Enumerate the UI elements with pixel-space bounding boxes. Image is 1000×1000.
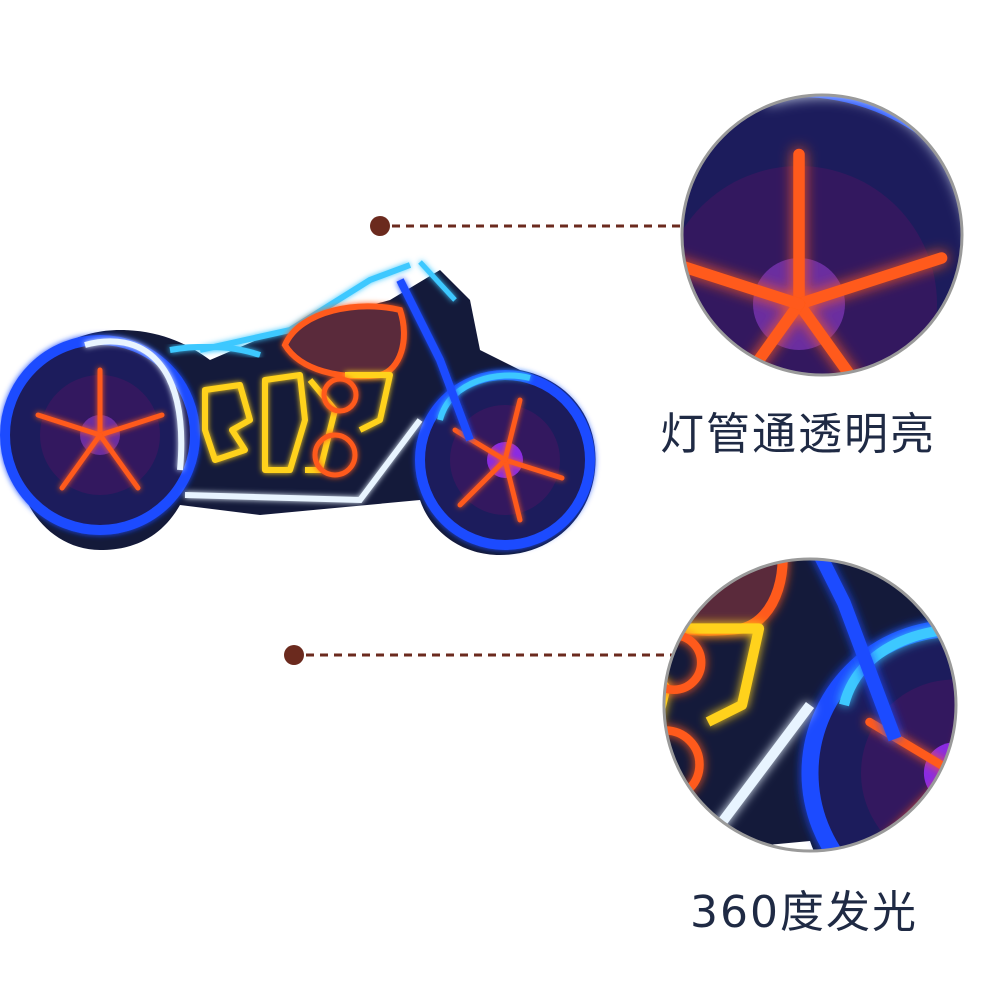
callout-line-2: [284, 645, 740, 665]
neon-engine-rear-wheel-detail-icon: [662, 557, 958, 853]
caption-bright-tubes: 灯管通透明亮: [660, 409, 936, 460]
neon-motorcycle-sign-icon: [5, 262, 596, 555]
caption-360-glow: 360度发光: [690, 887, 918, 938]
neon-front-wheel-detail-icon: [680, 93, 964, 377]
